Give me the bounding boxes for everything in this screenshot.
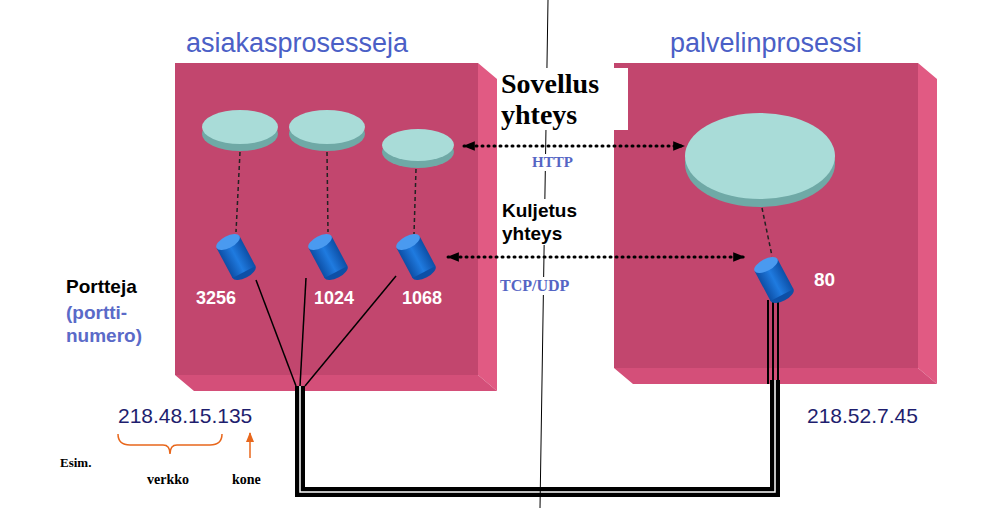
transport-arrow (448, 256, 744, 259)
dashed-link (236, 152, 240, 232)
cylinder-part (306, 231, 335, 254)
port-number: 1024 (314, 288, 354, 309)
client-process (382, 129, 454, 161)
box-side-face (918, 63, 937, 384)
port-number: 3256 (196, 288, 236, 309)
text-label: Sovellus yhteys (499, 68, 628, 130)
cylinder-part (752, 254, 781, 277)
port-cylinder (212, 230, 260, 284)
host-arrow (249, 433, 251, 458)
text-label: Esim. (60, 455, 91, 471)
process-box: palvelinprosessi80 (614, 63, 918, 368)
cylinder-group (214, 231, 259, 284)
port-wire (772, 300, 774, 384)
port-cylinder (304, 230, 352, 284)
box-side-face (478, 63, 497, 391)
port-cylinder (750, 253, 798, 307)
cylinder-group (394, 231, 439, 284)
text-label: verkko (147, 472, 189, 488)
application-arrow (464, 145, 684, 148)
process-box: asiakasprosesseja325610241068 (175, 63, 478, 375)
text-label: 218.48.15.135 (118, 404, 252, 428)
network-cable-highlight (300, 380, 775, 492)
port-wire (777, 298, 779, 384)
port-wire (300, 278, 306, 386)
port: 80 (750, 253, 835, 307)
port-number: 80 (814, 269, 835, 291)
text-label: 218.52.7.45 (807, 404, 918, 428)
port-number: 1068 (402, 288, 442, 309)
network-cable (300, 380, 775, 492)
edge-label: TCP/UDP (498, 277, 571, 295)
port-wire (767, 300, 769, 384)
box-heading: palvelinprosessi (670, 28, 862, 59)
text-label: kone (232, 472, 261, 488)
cylinder-group (306, 231, 351, 284)
port-cylinder (392, 230, 440, 284)
text-label: HTTP (530, 154, 575, 171)
port-wire (256, 280, 296, 386)
cylinder-part (394, 231, 423, 254)
dashed-link (762, 208, 772, 256)
server-process (685, 113, 835, 199)
dashed-link (327, 152, 328, 232)
box-heading: asiakasprosesseja (186, 28, 408, 59)
text-label: (portti- numero) (66, 301, 158, 347)
text-label: Kuljetus yhteys (500, 199, 604, 245)
text-label: Portteja (66, 276, 137, 298)
port-wire (305, 276, 396, 386)
client-process (289, 110, 365, 144)
cylinder-group (752, 254, 797, 307)
port: 1068 (392, 230, 442, 309)
cylinder-part (214, 231, 243, 254)
box-bottom-face (175, 375, 497, 391)
dashed-link (414, 169, 416, 234)
network-bracket (118, 434, 222, 454)
port: 1024 (304, 230, 354, 309)
port: 3256 (212, 230, 260, 309)
client-process (202, 110, 278, 144)
